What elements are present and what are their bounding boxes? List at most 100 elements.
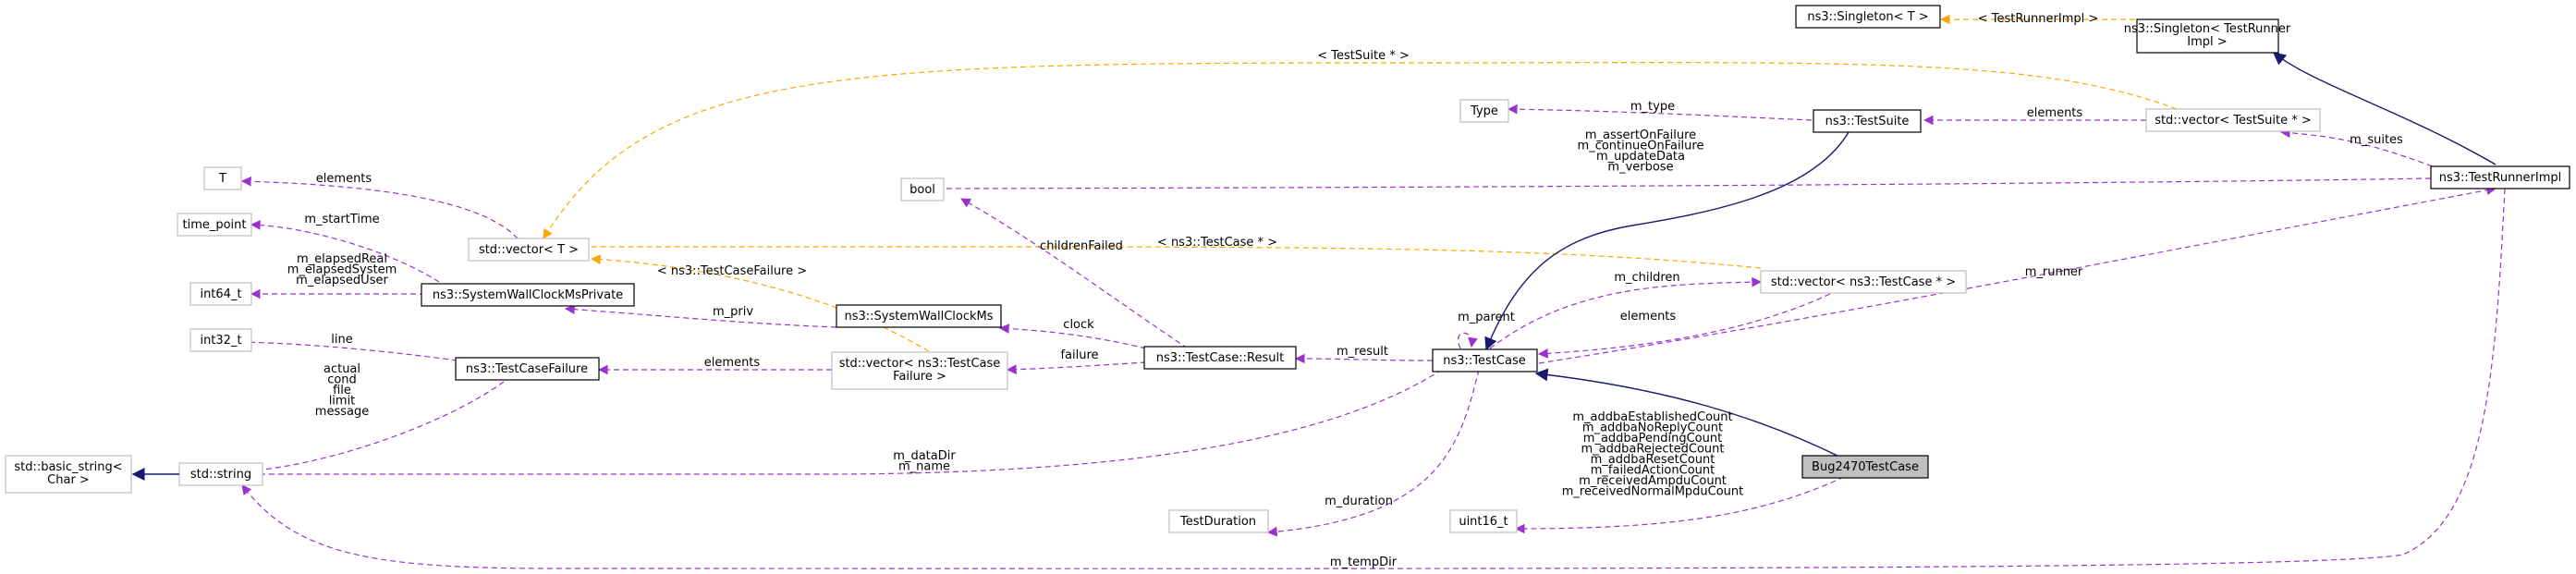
edge-label-line-bug_counts-3: m_addbaRejectedCount [1581,443,1724,457]
node-label-line-testcasefailure-0: ns3::TestCaseFailure [466,362,588,376]
node-label-line-vector_testsuite-0: std::vector< TestSuite * > [2155,114,2312,128]
node-label-line-syswall-0: ns3::SystemWallClockMs [844,310,993,324]
node-t[interactable]: T [203,166,242,190]
node-std-string[interactable]: std::string [178,462,263,486]
edge-label-line-testsuite_vector_t-0: < TestSuite * > [1317,49,1409,63]
edge-label-line-t_elements-0: elements [316,172,372,186]
node-label-line-bool-0: bool [910,183,935,197]
edge-bug2470-inherits-testcase [1534,368,1840,458]
node-int64[interactable]: int64_t [189,282,252,306]
node-type[interactable]: Type [1459,99,1509,123]
edge-testsuite-inherits-testcase [1484,131,1850,351]
node-testduration[interactable]: TestDuration [1168,509,1269,533]
node-bug2470testcase[interactable]: Bug2470TestCase [1801,455,1929,479]
node-vector-t[interactable]: std::vector< T > [468,238,590,262]
node-testsuite[interactable]: ns3::TestSuite [1813,109,1922,133]
label-m-result: m_result [1337,345,1388,359]
edge-syswallprivate-starttime [250,219,440,283]
svg-text:time_point: time_point [182,218,246,232]
node-syswallclockms[interactable]: ns3::SystemWallClockMs [836,304,1002,328]
edge-bug2470-counts [1514,476,1845,534]
label-m-runner: m_runner [2025,265,2083,279]
edge-testrunnerimpl-tempdir [241,188,2506,569]
svg-text:ns3::Singleton< TestRunnerImpl: ns3::Singleton< TestRunnerImpl > [2124,22,2291,49]
node-label-line-basic_string-0: std::basic_string< [14,460,122,474]
svg-text:std::vector< ns3::TestCaseFail: std::vector< ns3::TestCaseFailure > [839,357,1001,384]
svg-text:ns3::TestRunnerImpl: ns3::TestRunnerImpl [2439,171,2562,185]
edge-label-line-bool_flags-0: m_assertOnFailure [1585,128,1696,142]
svg-text:ns3::TestCaseFailure: ns3::TestCaseFailure [466,362,588,376]
svg-text:ns3::Singleton< T >: ns3::Singleton< T > [1807,10,1928,24]
edge-testsuite-mtype [1507,104,1813,121]
svg-text:T: T [218,172,226,186]
node-bool[interactable]: bool [900,177,945,202]
svg-text:uint16_t: uint16_t [1459,515,1508,529]
nodes: ns3::Singleton< T > ns3::Singleton< Test… [5,5,2570,533]
svg-text:std::string: std::string [190,468,251,482]
edge-label-line-failure_vector_t-0: < ns3::TestCaseFailure > [657,264,807,278]
label-testsuite-vector-t: < TestSuite * > [1317,49,1409,63]
node-label-line-singleton_t-0: ns3::Singleton< T > [1807,10,1928,24]
node-testrunnerimpl[interactable]: ns3::TestRunnerImpl [2430,165,2570,189]
label-testcase-vector-t: < ns3::TestCase * > [1157,236,1277,250]
edge-vector-testsuite-to-vector-t [543,62,2178,239]
node-int32[interactable]: int32_t [189,328,252,352]
node-label-line-type-0: Type [1470,104,1498,118]
node-label-line-testrunnerimpl-0: ns3::TestRunnerImpl [2439,171,2562,185]
label-suites-elements: elements [2027,106,2083,120]
svg-text:Type: Type [1470,104,1498,118]
node-singleton-t[interactable]: ns3::Singleton< T > [1795,5,1941,29]
edge-label-line-children_failed-0: childrenFailed [1040,239,1123,253]
node-label-line-bug2470-0: Bug2470TestCase [1812,460,1919,474]
node-result[interactable]: ns3::TestCase::Result [1143,346,1297,370]
node-label-line-string-0: std::string [190,468,251,482]
node-testcase[interactable]: ns3::TestCase [1432,348,1538,372]
edge-testcase-children [1489,276,1763,349]
node-label-line-vector_failure-1: Failure > [893,370,946,384]
node-label-line-testduration-0: TestDuration [1179,515,1256,529]
label-failure: failure [1060,348,1098,362]
edge-result-failure [1006,361,1147,375]
node-time-point[interactable]: time_point [177,213,252,237]
node-uint16[interactable]: uint16_t [1449,509,1518,533]
node-label-line-time_point-0: time_point [182,218,246,232]
label-m-duration: m_duration [1325,495,1393,508]
edge-testcase-runner [1538,185,2497,364]
edge-label-line-bug_counts-5: m_failedActionCount [1591,464,1715,478]
edge-label-line-testcase_vector_t-0: < ns3::TestCase * > [1157,236,1277,250]
label-line: line [331,333,352,347]
node-vector-testsuite[interactable]: std::vector< TestSuite * > [2145,108,2321,132]
edge-testcasefailure-fields [240,381,505,476]
svg-text:std::basic_string<Char >: std::basic_string<Char > [14,460,122,487]
edge-label-line-elapsed-0: m_elapsedReal [297,252,387,266]
edge-labels: < TestRunnerImpl > < TestSuite * > m_typ… [287,12,2403,569]
edge-testrunnerimpl-inherits-singleton [2272,52,2497,165]
node-testcasefailure[interactable]: ns3::TestCaseFailure [455,357,600,381]
svg-text:int32_t: int32_t [200,334,241,348]
edge-label-line-failure_fields-2: file [333,384,351,397]
node-syswallclockmsprivate[interactable]: ns3::SystemWallClockMsPrivate [421,283,635,307]
label-runner-singleton: < TestRunnerImpl > [1978,12,2099,26]
edge-label-line-bug_counts-2: m_addbaPendingCount [1583,432,1722,446]
label-m-tempdir: m_tempDir [1330,556,1398,569]
edge-label-line-datadir_name-1: m_name [898,460,950,474]
node-label-line-result-0: ns3::TestCase::Result [1156,351,1284,365]
node-basic-string[interactable]: std::basic_string<Char > [5,455,132,494]
label-m-suites: m_suites [2350,133,2403,147]
edge-label-line-m_children-0: m_children [1614,271,1679,285]
node-vector-testcase[interactable]: std::vector< ns3::TestCase * > [1760,270,1967,294]
edge-label-line-failure-0: failure [1060,348,1098,362]
label-m-starttime: m_startTime [304,213,379,226]
edge-label-line-type_mtype-0: m_type [1630,100,1675,114]
svg-text:int64_t: int64_t [200,287,241,301]
edge-label-line-bug_counts-1: m_addbaNoReplyCount [1582,421,1723,435]
node-label-line-testsuite-0: ns3::TestSuite [1825,115,1910,128]
edge-result-clock [998,324,1147,349]
